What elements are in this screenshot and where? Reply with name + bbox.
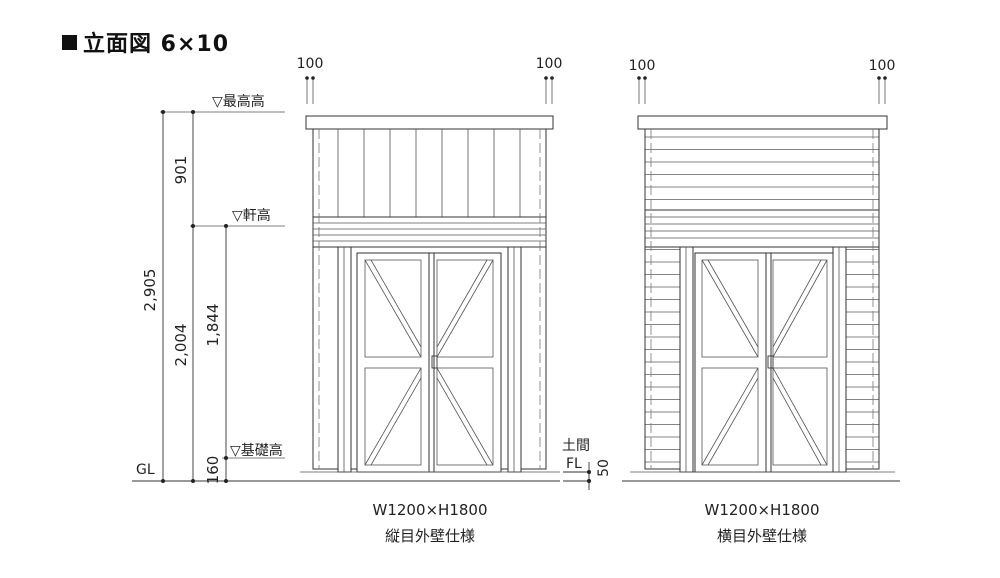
dim-foundation-label: 160	[204, 456, 222, 485]
dim-dot	[550, 76, 554, 80]
right-spec: 横目外壁仕様	[717, 527, 807, 545]
width-dim-label-left: 100	[297, 56, 324, 72]
title-square-icon	[62, 35, 77, 50]
right-elevation: 100 100	[622, 58, 900, 545]
door-left-leaf	[694, 252, 767, 473]
dim-eave-foundation-label: 1,844	[204, 304, 222, 347]
left-door-size: W1200×H1800	[372, 501, 487, 519]
roof-cap	[637, 115, 888, 130]
roof-cap	[305, 115, 554, 130]
level-foundation-label: ▽基礎高	[230, 442, 283, 459]
level-top-label: ▽最高高	[212, 93, 265, 110]
level-ground-label: GL	[136, 462, 155, 478]
door-right-leaf	[428, 252, 502, 473]
dim-dot	[311, 76, 315, 80]
doma-label: 土間	[562, 438, 590, 454]
level-eave-label: ▽軒高	[232, 207, 271, 224]
title-text: 立面図 6×10	[83, 32, 230, 57]
fl-label: FL	[566, 456, 582, 472]
transom-band	[312, 216, 547, 248]
door-left-leaf	[356, 252, 430, 473]
dim-dot	[544, 76, 548, 80]
vertical-siding	[337, 129, 521, 217]
dim-upper-label: 901	[172, 156, 190, 185]
right-door-size: W1200×H1800	[704, 501, 819, 519]
door-right-leaf	[765, 252, 834, 473]
slab-dim-label: 50	[596, 459, 612, 477]
width-dim-label-right: 100	[869, 58, 896, 74]
door-post-left	[337, 246, 352, 473]
transom-band	[644, 209, 880, 248]
page-title: 立面図 6×10	[62, 26, 229, 58]
door-post-right	[832, 246, 847, 473]
dim-eave-label: 2,004	[172, 324, 190, 367]
width-dim-label-left: 100	[629, 58, 656, 74]
left-elevation: 100 100	[132, 56, 612, 545]
width-dim-label-right: 100	[536, 56, 563, 72]
dim-dot	[305, 76, 309, 80]
door-post-left	[679, 246, 694, 473]
upper-wall	[312, 128, 547, 218]
door-post-right	[507, 246, 522, 473]
dim-total-label: 2,905	[141, 269, 159, 312]
left-spec: 縦目外壁仕様	[385, 527, 475, 545]
